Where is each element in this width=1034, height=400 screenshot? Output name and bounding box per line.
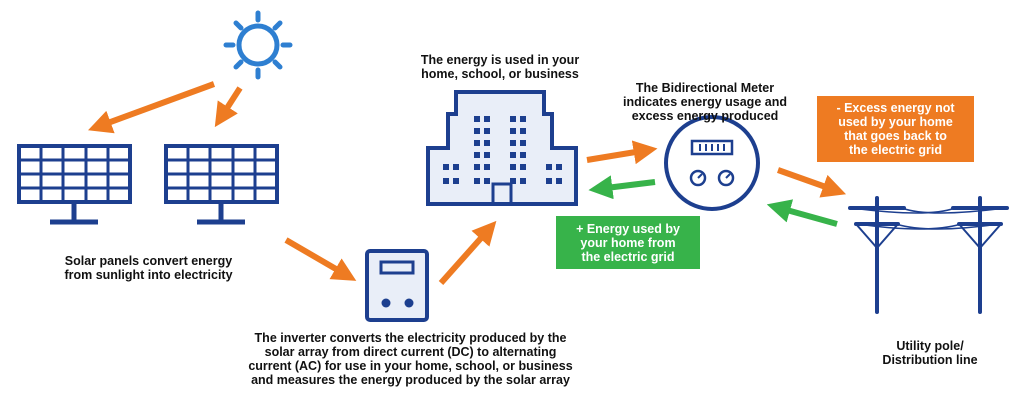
building-icon — [426, 90, 578, 206]
sun-icon — [223, 10, 293, 80]
meter-label: The Bidirectional Meter indicates energy… — [623, 81, 787, 123]
inverter-label: The inverter converts the electricity pr… — [248, 331, 573, 387]
utility-pole-label: Utility pole/ Distribution line — [882, 339, 978, 367]
arrow-icon — [87, 81, 847, 285]
utility-pole-icon — [848, 196, 1009, 314]
grid-energy-callout: + Energy used by your home from the elec… — [556, 216, 700, 269]
solar-panel-icon — [164, 144, 279, 225]
solar-panels-label: Solar panels convert energy from sunligh… — [64, 254, 233, 282]
solar-panel-icon — [17, 144, 132, 225]
excess-energy-callout: - Excess energy not used by your home th… — [817, 96, 974, 162]
meter-icon — [664, 115, 760, 211]
building-label: The energy is used in your home, school,… — [420, 53, 580, 81]
inverter-icon — [365, 249, 429, 322]
